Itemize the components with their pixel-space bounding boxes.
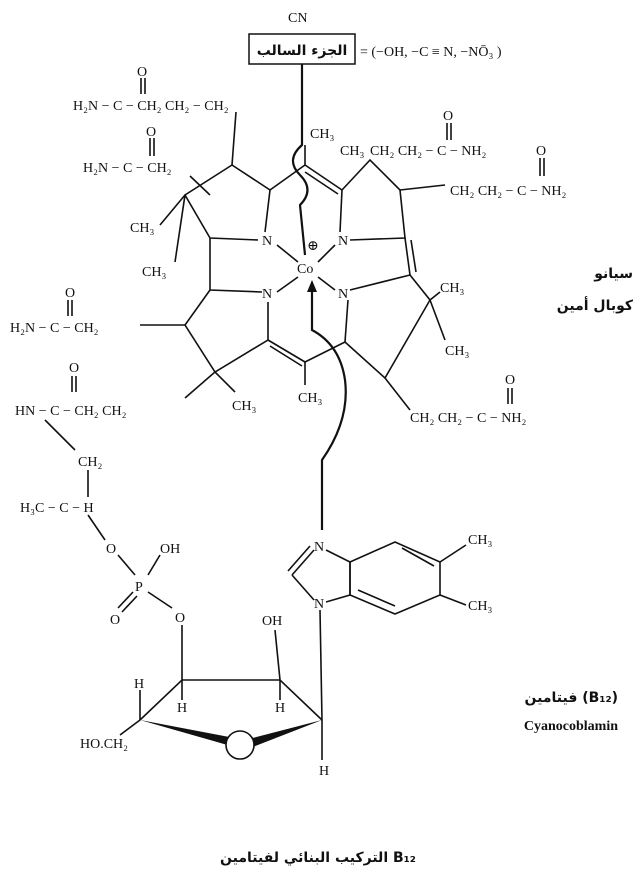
label: N (338, 234, 348, 249)
label: CH₃ (130, 221, 154, 236)
label: CH₃ (445, 344, 469, 359)
label: O (536, 144, 546, 159)
label: O (69, 361, 79, 376)
label: CH₃ (468, 533, 492, 548)
label: H₃C − C − H (20, 501, 94, 516)
label: CH₂ (78, 455, 102, 470)
caption: التركيب البنائي لفيتامين B₁₂ (220, 850, 416, 866)
label: CH₂ CH₂ − C − NH₂ (370, 144, 487, 159)
label: ⊕ (307, 239, 319, 254)
side-labels: سيانو كوبال أمين فيتامين (B₁₂) Cyanocobl… (524, 266, 633, 734)
anion-options: = (−OH, −C ≡ N, −NŌ₃ ) (360, 44, 502, 60)
label: O (175, 611, 185, 626)
label: H (319, 764, 329, 779)
label: CH₃ (468, 599, 492, 614)
label: CH₃ (440, 281, 464, 296)
label: OH (262, 614, 282, 629)
anion-box-label: الجزء السالب (257, 43, 348, 59)
atom-labels: O H₂N − C − CH₂ CH₂ − CH₂ O H₂N − C − CH… (10, 65, 567, 779)
label: CH₃ (232, 399, 256, 414)
vitamin-ar: فيتامين (B₁₂) (525, 690, 618, 706)
label: H (177, 701, 187, 716)
label: HN − C − CH₂ CH₂ (15, 404, 127, 419)
label: CH₃ (340, 144, 364, 159)
label: H₂N − C − CH₂ CH₂ − CH₂ (73, 99, 229, 114)
bonds (44, 64, 545, 760)
label: H (275, 701, 285, 716)
label: H₂N − C − CH₂ (10, 321, 99, 336)
label: O (443, 109, 453, 124)
label: Co (297, 262, 313, 277)
label: N (338, 287, 348, 302)
label: O (137, 65, 147, 80)
label: CH₂ CH₂ − C − NH₂ (410, 411, 527, 426)
name-ar-1: سيانو (593, 266, 633, 282)
label: O (106, 542, 116, 557)
label: CH₃ (310, 127, 334, 142)
label: CH₂ CH₂ − C − NH₂ (450, 184, 567, 199)
label: O (505, 373, 515, 388)
label: P (135, 580, 143, 595)
label: HO.CH₂ (80, 737, 128, 752)
label: O (110, 613, 120, 628)
label: N (314, 540, 324, 555)
vitamin-en: Cyanocoblamin (524, 719, 618, 734)
name-ar-2: كوبال أمين (557, 296, 633, 314)
label: N (262, 234, 272, 249)
label: O (146, 125, 156, 140)
label: O (65, 286, 75, 301)
ligand-cn: CN (288, 11, 307, 26)
label: CH₃ (298, 391, 322, 406)
label: H₂N − C − CH₂ (83, 161, 172, 176)
label: CH₃ (142, 265, 166, 280)
label: N (262, 287, 272, 302)
label: OH (160, 542, 180, 557)
label: H (134, 677, 144, 692)
label: N (314, 597, 324, 612)
